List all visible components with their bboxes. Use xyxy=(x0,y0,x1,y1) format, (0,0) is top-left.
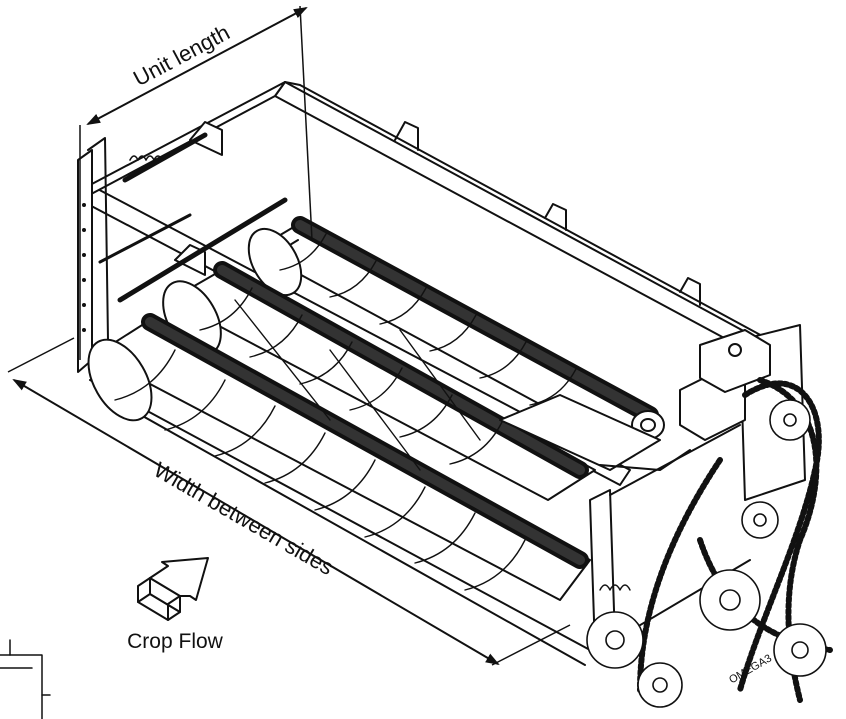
chain-drive xyxy=(586,377,833,708)
crop-flow-indicator: Crop Flow xyxy=(127,557,224,653)
partial-drawing-fragment xyxy=(0,639,51,719)
gearbox xyxy=(499,329,771,471)
isometric-arrow-icon xyxy=(137,557,209,621)
crop-flow-label: Crop Flow xyxy=(127,630,224,653)
